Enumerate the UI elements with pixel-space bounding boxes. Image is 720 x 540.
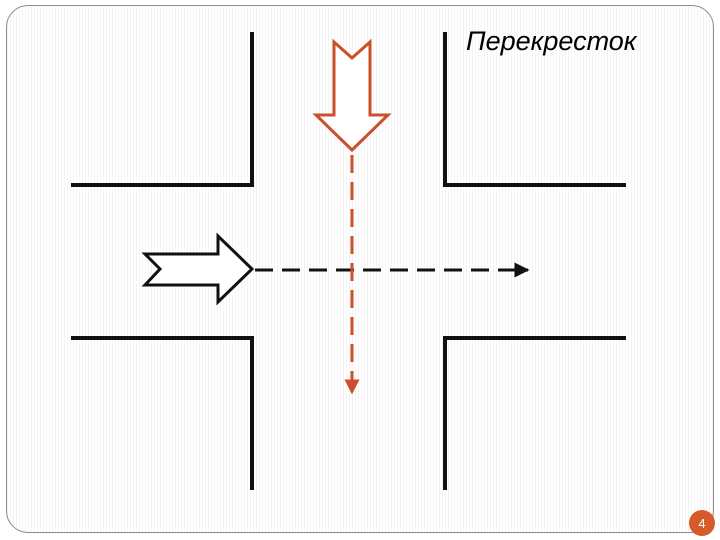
road-edge-top-right-corner (443, 32, 626, 187)
road-edge-top-left-corner (71, 32, 254, 187)
road-edge-bottom-right-corner (443, 336, 626, 490)
arrow-from-top-icon (312, 38, 392, 153)
slide-title: Перекресток (466, 26, 637, 56)
road-edge-bottom-left-corner (71, 336, 254, 490)
page-number-badge: 4 (689, 510, 715, 536)
arrow-from-left-icon (141, 232, 255, 306)
